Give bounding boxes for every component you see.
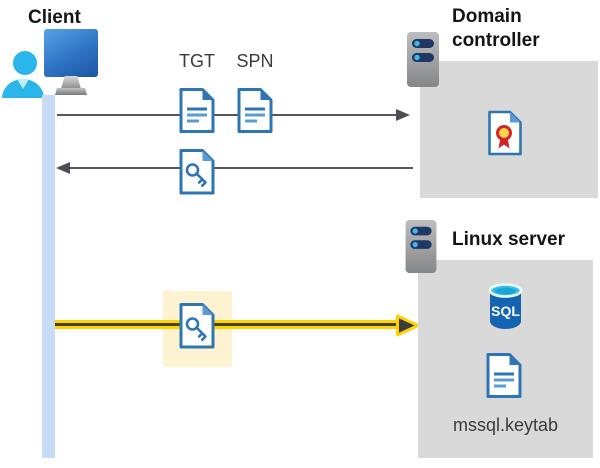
domain-controller-title: Domain controller: [452, 6, 540, 51]
client-monitor-icon: [44, 29, 98, 77]
certificate-icon: [488, 110, 522, 156]
spn-label: SPN: [236, 51, 274, 71]
keytab-document-icon: [486, 353, 522, 398]
spn-document-icon: [237, 88, 273, 133]
service-ticket-key-document-icon: [179, 149, 215, 195]
highlighted-key-document-icon: [179, 303, 215, 349]
client-title: Client: [28, 7, 81, 28]
user-head-icon: [11, 49, 39, 77]
domain-controller-server-icon: [407, 32, 439, 87]
auth-arrowhead-icon: [396, 314, 420, 337]
tgt-document-icon: [179, 88, 215, 133]
sql-badge-text: SQL: [491, 303, 520, 319]
auth-arrow-line: [55, 320, 400, 329]
request-arrow-line: [57, 114, 398, 116]
user-collar-icon: [17, 79, 29, 89]
linux-server-title: Linux server: [452, 229, 565, 250]
monitor-stand-base-icon: [55, 88, 87, 95]
response-arrow-line: [68, 167, 413, 169]
response-arrowhead-icon: [56, 162, 70, 174]
client-lifeline: [42, 95, 55, 458]
request-arrowhead-icon: [396, 109, 410, 121]
keytab-filename-label: mssql.keytab: [452, 415, 559, 435]
linux-server-icon: [405, 219, 437, 274]
tgt-label: TGT: [179, 51, 215, 71]
sql-database-icon: SQL: [488, 283, 523, 329]
monitor-stand-icon: [61, 76, 81, 89]
